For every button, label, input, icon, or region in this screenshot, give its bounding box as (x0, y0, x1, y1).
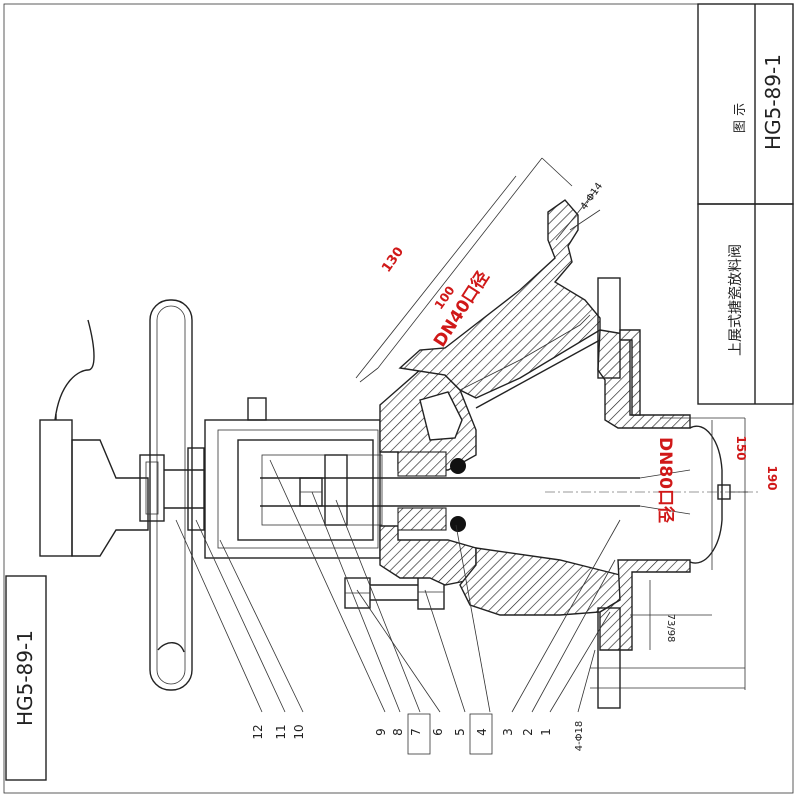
drawing-number-side: HG5-89-1 (761, 54, 785, 150)
title-block: 图 示 HG5-89-1 上展式搪瓷放料阀 (697, 3, 794, 405)
dim-150: 150 (734, 435, 748, 460)
flange-top (597, 277, 621, 379)
part-number: 7 (409, 728, 423, 736)
part-number: 1 (539, 728, 553, 736)
dim-130: 130 (379, 245, 407, 276)
part-number: 11 (274, 724, 288, 739)
diagram-label: 图 示 (733, 103, 748, 133)
packing-bottom (397, 507, 447, 531)
dim-hole-bottom: 4-Φ18 (574, 721, 585, 752)
valve-disc (689, 425, 723, 564)
dim-fit: 73/98 (665, 614, 676, 643)
handwheel (149, 299, 193, 691)
drawing-number-box-text: HG5-89-1 (13, 630, 37, 726)
part-number: 5 (453, 728, 467, 736)
drawing-number-box: HG5-89-1 (5, 575, 47, 781)
part-number: 2 (521, 728, 535, 736)
part-number: 4 (475, 728, 489, 736)
wheel-hub (139, 454, 165, 522)
part-number: 12 (251, 724, 265, 739)
grease-nipple (247, 397, 267, 421)
flange-bottom (597, 607, 621, 709)
actuator-assembly (39, 299, 205, 691)
leader-lines (175, 459, 621, 755)
part-number: 10 (292, 724, 306, 739)
valve-name: 上展式搪瓷放料阀 (728, 244, 744, 356)
yoke-frame (204, 419, 381, 559)
part-number: 3 (501, 728, 515, 736)
title-cell-name (697, 203, 794, 405)
dimensions (355, 157, 760, 690)
part-number: 6 (431, 728, 445, 736)
packing-top (397, 451, 447, 477)
dim-190: 190 (765, 465, 779, 490)
part-number: 8 (391, 728, 405, 736)
port-main-label: DN80口径 (655, 437, 676, 523)
bonnet (204, 397, 640, 610)
part-numbers: 12 11 10 9 8 7 6 5 4 3 2 1 (251, 724, 553, 739)
valve-body (379, 199, 748, 709)
part-number: 9 (374, 728, 388, 736)
o-ring-bottom (450, 516, 466, 532)
actuator-box (39, 419, 73, 557)
o-ring-top (450, 458, 466, 474)
dim-hole-top: 4-Φ14 (579, 181, 606, 212)
